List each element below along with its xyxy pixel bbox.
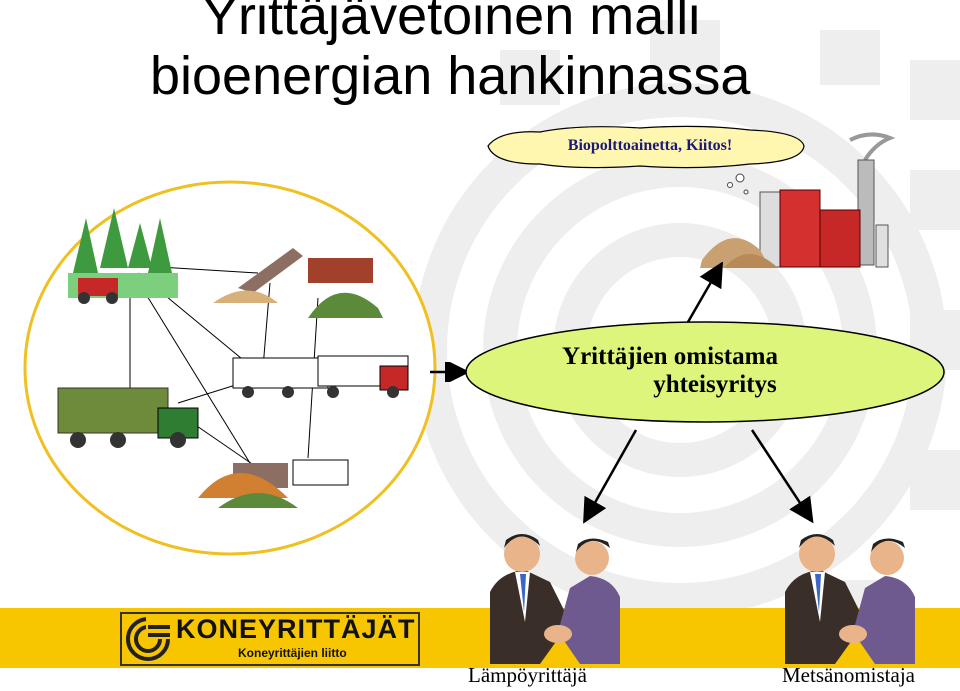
koneyrittajat-logo-icon: [126, 616, 171, 661]
logo-name: KONEYRITTÄJÄT: [176, 614, 416, 644]
label-forest-owner: Metsänomistaja: [782, 663, 915, 687]
handshake-right-icon: [785, 534, 915, 664]
supply-chain-circle: [23, 180, 437, 556]
company-line-2: yhteisyritys: [653, 371, 777, 398]
arrow-to-plant: [686, 262, 723, 323]
title-line-2: bioenergian hankinnassa: [150, 46, 751, 106]
arrow-to-company: [430, 362, 468, 382]
arrows-to-partners: [583, 429, 814, 524]
company-label: Yrittäjien omistama yhteisyritys: [505, 343, 835, 399]
footer-white-strip: [0, 668, 960, 691]
title-line-1: Yrittäjävetoinen malli: [202, 0, 701, 46]
power-plant-icon: [700, 132, 896, 268]
logo-subtitle: Koneyrittäjien liitto: [238, 646, 347, 660]
handshake-left-icon: [490, 534, 620, 664]
label-heat-entrepreneur: Lämpöyrittäjä: [468, 663, 587, 687]
speech-bubble: [487, 125, 805, 195]
company-ellipse: [465, 321, 945, 423]
speech-bubble-text: Biopolttoainetta, Kiitos!: [567, 137, 733, 154]
page-title: Yrittäjävetoinen malli bioenergian hanki…: [150, 0, 870, 106]
company-line-1: Yrittäjien omistama: [562, 343, 778, 370]
